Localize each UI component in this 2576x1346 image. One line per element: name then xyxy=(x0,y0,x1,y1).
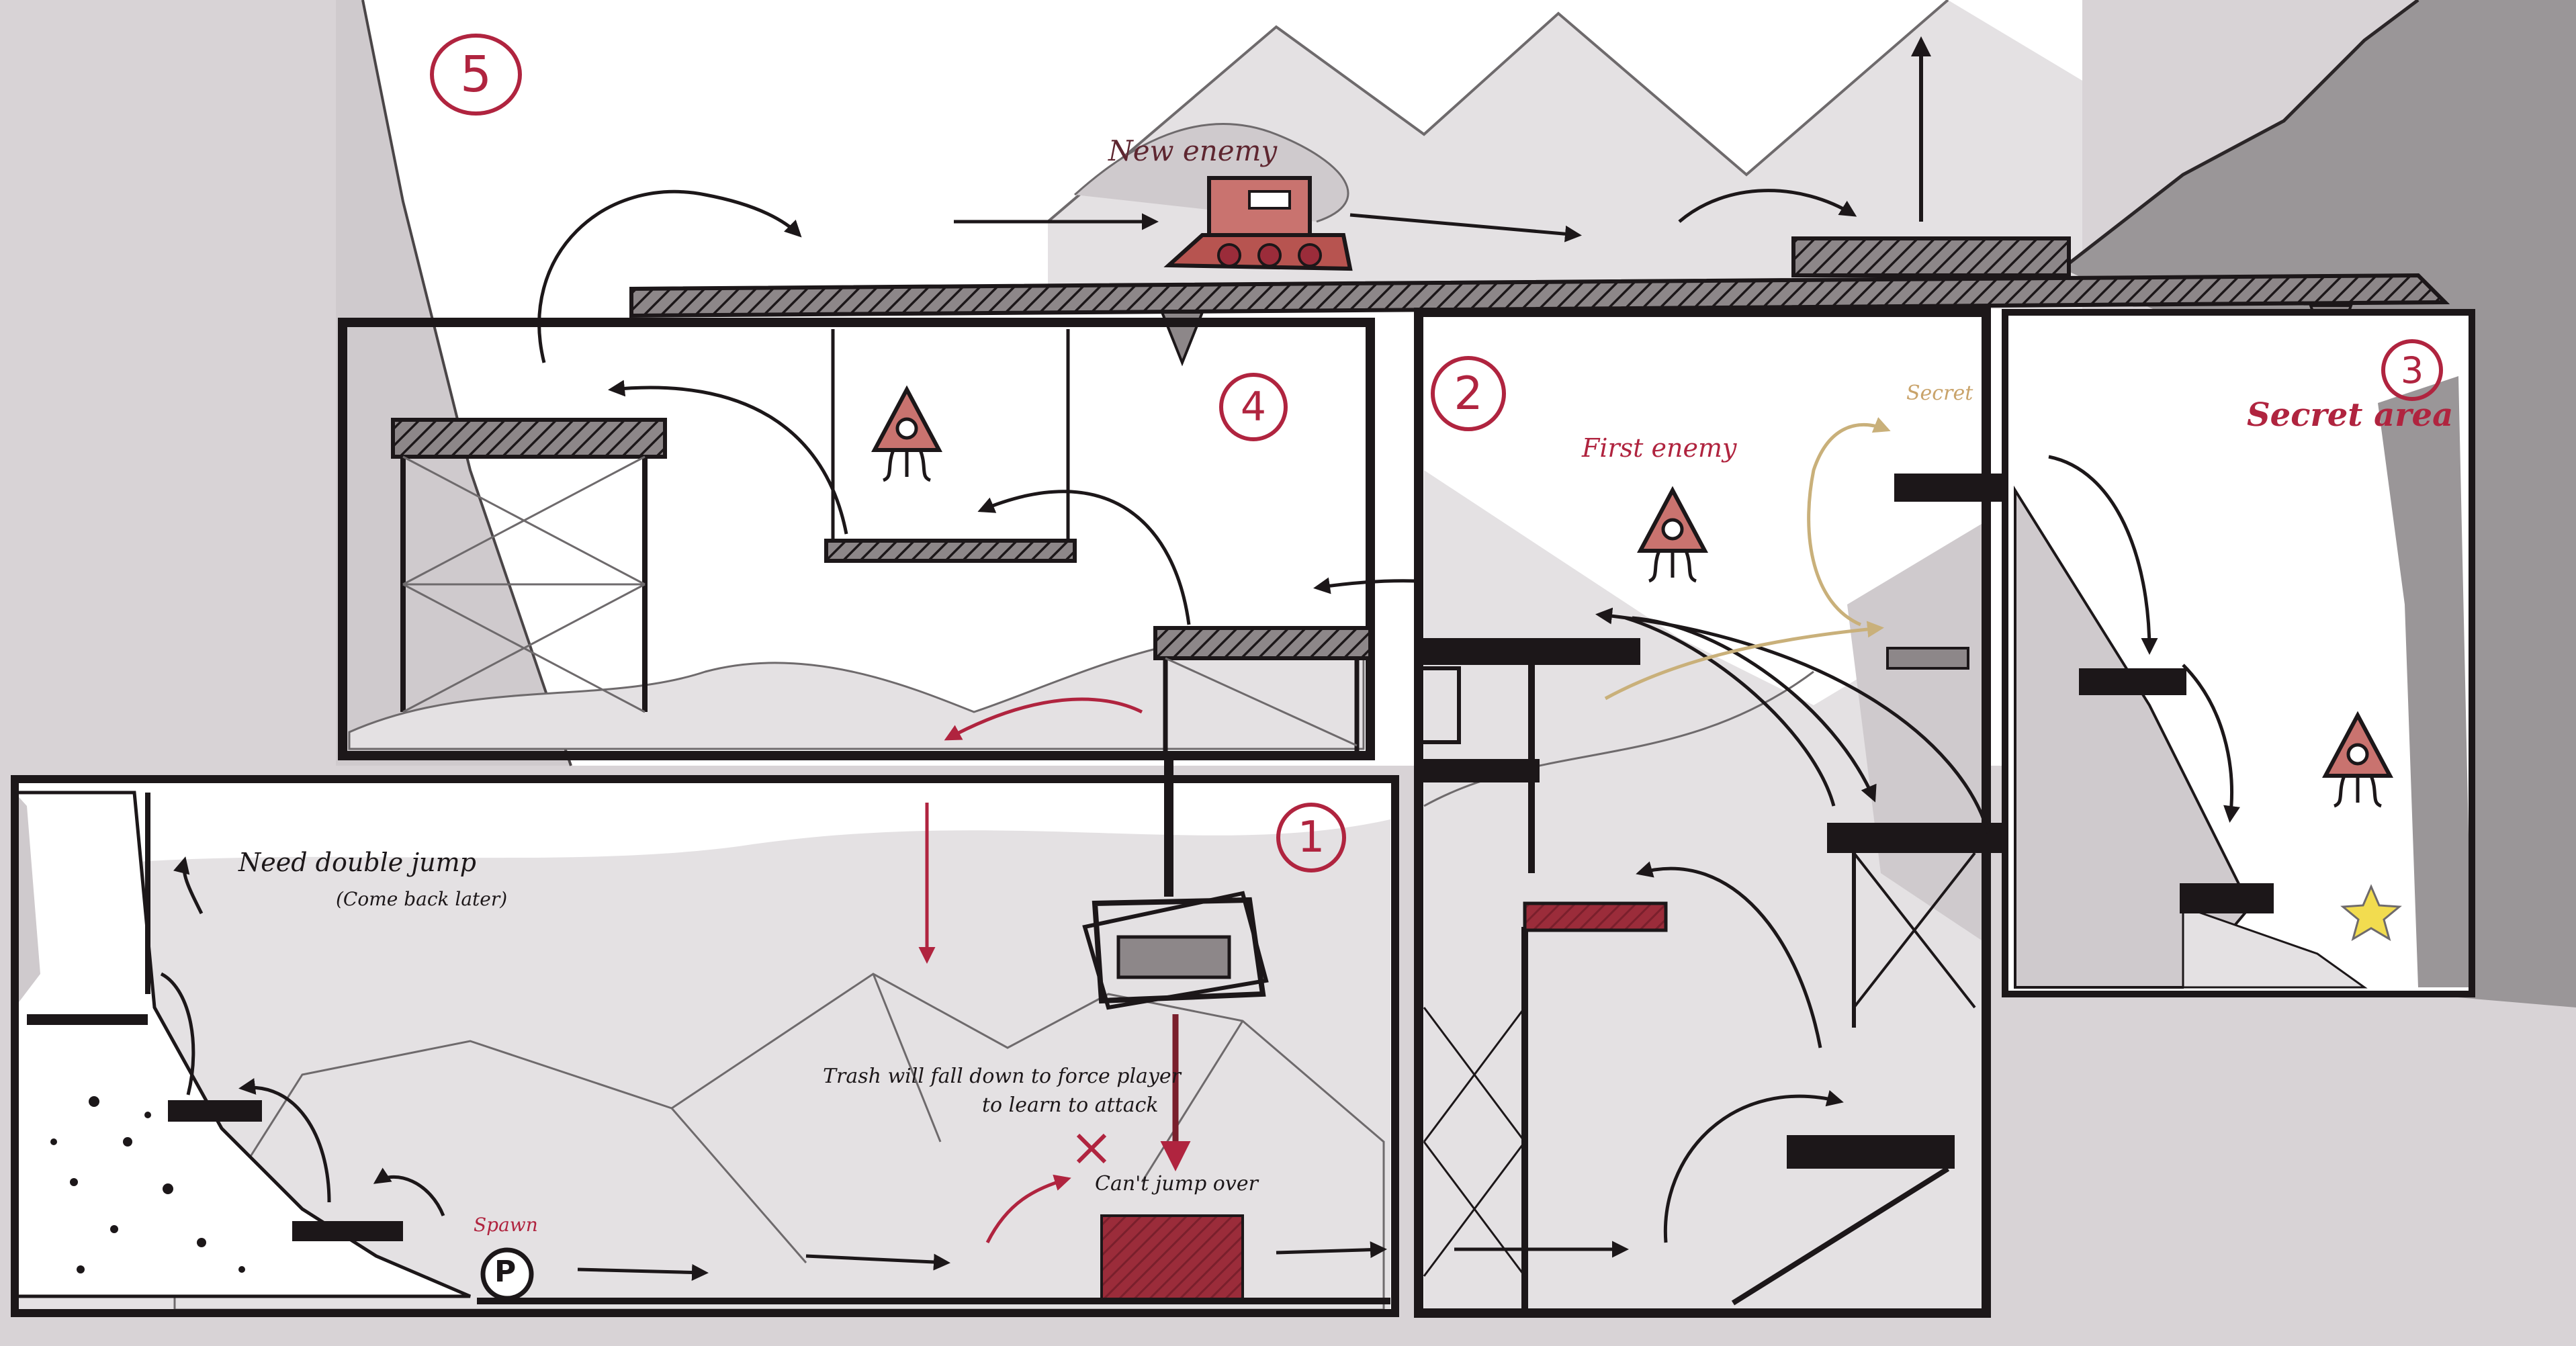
player-marker-letter: P xyxy=(494,1255,516,1289)
spawn-label: Spawn xyxy=(474,1214,538,1236)
room-2 xyxy=(1419,312,2059,1313)
cant-jump-over-label: Can't jump over xyxy=(1095,1172,1258,1196)
new-enemy-label: New enemy xyxy=(1108,134,1277,167)
room-number-2: 2 xyxy=(1431,356,1506,431)
need-double-jump-label: Need double jump xyxy=(238,848,476,877)
secret-label: Secret xyxy=(1906,382,1973,405)
trash-note-line-1: Trash will fall down to force player xyxy=(823,1065,1181,1088)
trash-note-line-2: to learn to attack xyxy=(982,1093,1159,1117)
red-wall-block xyxy=(1102,1216,1243,1300)
come-back-later-label: (Come back later) xyxy=(336,888,507,910)
room-number-3: 3 xyxy=(2381,339,2443,401)
room-1 xyxy=(15,756,1395,1313)
room-number-4: 4 xyxy=(1219,373,1288,441)
room-number-1: 1 xyxy=(1276,803,1346,872)
first-enemy-label: First enemy xyxy=(1582,433,1737,463)
secret-area-label: Secret area xyxy=(2247,396,2453,434)
room-number-5: 5 xyxy=(430,34,522,116)
